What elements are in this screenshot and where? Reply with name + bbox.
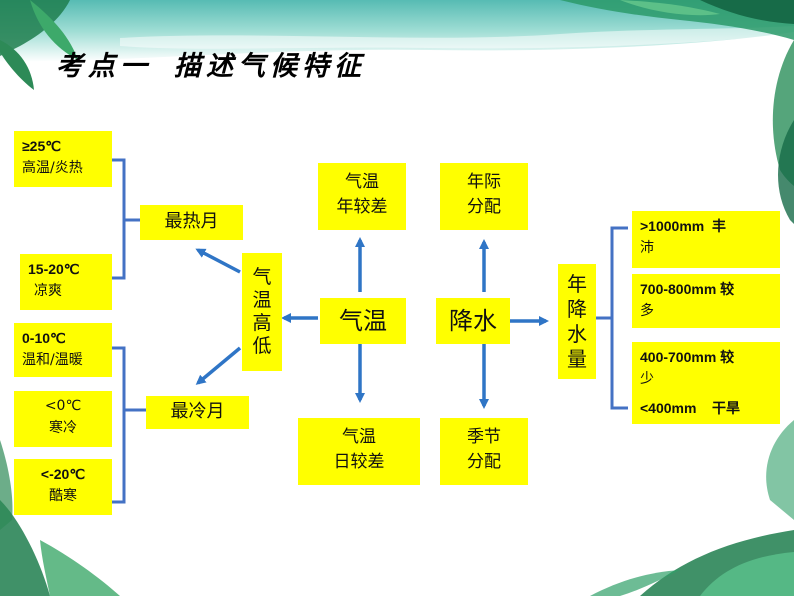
precipitation-center-label: 降水: [449, 307, 497, 335]
hot-category-25: ≥25℃ 高温/炎热: [14, 131, 112, 187]
precip-700-800-line1: 700-800mm 较: [640, 281, 735, 297]
precip-over-1000-line2: 沛: [640, 240, 654, 257]
annual-variation-line1: 年际: [467, 172, 501, 192]
precip-category-over-1000: >1000mm 丰 沛: [632, 211, 780, 268]
cold-range-0-10: 0-10℃: [22, 330, 66, 346]
precip-under-400-line1: <400mm 干旱: [640, 400, 740, 416]
cold-range-below-minus-20: <-20℃: [40, 466, 86, 482]
hot-range-25: ≥25℃: [22, 138, 61, 154]
title-part1: 考点一: [56, 51, 152, 82]
hot-desc-25: 高温/炎热: [22, 160, 83, 177]
hottest-month-label: 最热月: [164, 211, 219, 233]
seasonal-distribution-box: 季节 分配: [440, 418, 528, 485]
annual-variation-box: 年际 分配: [440, 163, 528, 230]
hot-desc-15-20: 凉爽: [34, 283, 62, 300]
annual-temp-range-line2: 年较差: [336, 196, 388, 217]
cold-desc-0-10: 温和/温暖: [22, 352, 83, 369]
cold-desc-below-minus-20: 酷寒: [49, 488, 77, 505]
precip-category-400-700: 400-700mm 较 少: [632, 342, 780, 394]
temp-side-char-1: 气: [252, 266, 272, 289]
temp-side-char-3: 高: [252, 312, 272, 334]
annual-temp-range-box: 气温 年较差: [318, 163, 406, 230]
hottest-month-box: 最热月: [140, 205, 243, 240]
cold-category-0-10: 0-10℃ 温和/温暖: [14, 323, 112, 377]
annual-precip-char-4: 量: [567, 346, 587, 371]
title-part2: 描述气候特征: [174, 51, 366, 82]
page-title: 考点一描述气候特征: [56, 44, 366, 83]
cold-desc-below-0: 寒冷: [49, 420, 77, 437]
temp-side-char-4: 低: [252, 334, 272, 357]
annual-temp-range-line1: 气温: [345, 172, 379, 192]
daily-temp-range-line2: 日较差: [333, 451, 385, 472]
seasonal-distribution-line1: 季节: [467, 427, 501, 447]
precip-400-700-line1: 400-700mm 较: [640, 349, 735, 365]
annual-precip-char-2: 降: [567, 296, 587, 321]
precip-category-700-800: 700-800mm 较 多: [632, 274, 780, 328]
temp-side-char-2: 温: [252, 289, 272, 312]
hot-range-15-20: 15-20℃: [28, 261, 80, 277]
precip-over-1000-line1: >1000mm 丰: [640, 218, 726, 234]
hot-category-15-20: 15-20℃ 凉爽: [20, 254, 112, 310]
daily-temp-range-box: 气温 日较差: [298, 418, 420, 485]
coldest-month-box: 最冷月: [146, 396, 249, 429]
annual-precipitation-box: 年 降 水 量: [558, 264, 596, 379]
precip-400-700-line2: 少: [640, 371, 654, 388]
temperature-center-box: 气温: [320, 298, 406, 344]
seasonal-distribution-line2: 分配: [467, 451, 501, 472]
annual-precip-char-3: 水: [567, 321, 587, 346]
temperature-center-label: 气温: [339, 307, 387, 335]
annual-precip-char-1: 年: [567, 271, 587, 296]
temperature-high-low-box: 气 温 高 低: [242, 253, 282, 371]
precipitation-center-box: 降水: [436, 298, 510, 344]
cold-category-below-0: <0℃ 寒冷: [14, 391, 112, 447]
precip-category-under-400: <400mm 干旱: [632, 394, 780, 424]
cold-category-below-minus-20: <-20℃ 酷寒: [14, 459, 112, 515]
coldest-month-label: 最冷月: [170, 401, 225, 423]
cold-range-below-0: <0℃: [44, 398, 82, 414]
precip-700-800-line2: 多: [640, 303, 654, 320]
daily-temp-range-line1: 气温: [342, 427, 376, 447]
annual-variation-line2: 分配: [467, 196, 501, 217]
